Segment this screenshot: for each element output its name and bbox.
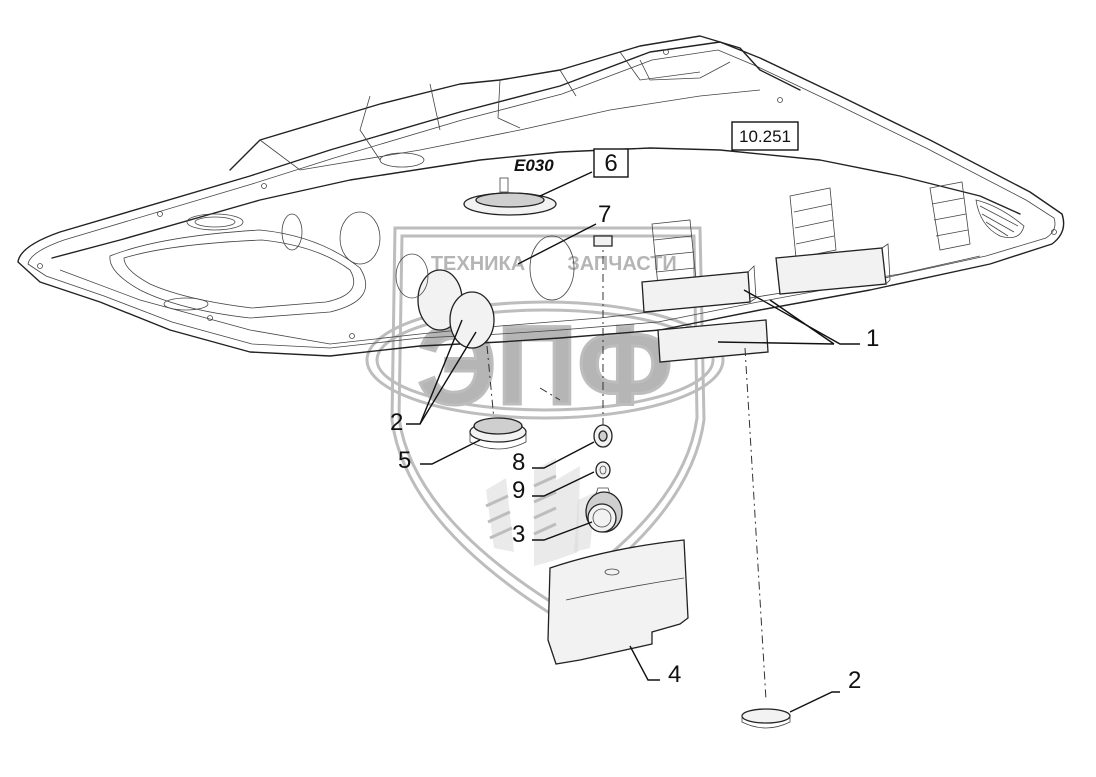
- cover-part-4: [547, 539, 689, 665]
- watermark-wheat-icon: [485, 458, 596, 566]
- callout-6-box: 6: [593, 148, 629, 178]
- roof-mounting-holes: [37, 49, 1057, 339]
- code-label: E030: [514, 156, 554, 175]
- callout-5: 5: [398, 447, 411, 474]
- knob-part-3: [585, 487, 623, 533]
- leader-lines: [406, 171, 860, 713]
- callout-2-right: 2: [848, 667, 861, 694]
- reference-number: 10.251: [739, 127, 791, 146]
- watermark-logo-text: ЭПФ: [417, 303, 673, 428]
- callout-6: 6: [604, 150, 617, 177]
- watermark-logo-ring: [365, 300, 725, 420]
- reference-box: 10.251: [731, 121, 799, 151]
- roof-vent-grid: [651, 181, 1025, 287]
- assembly-center-lines: [486, 238, 767, 701]
- cap-part-2: [741, 708, 791, 729]
- round-lamp-part-5: [469, 417, 527, 450]
- callout-3: 3: [512, 521, 525, 548]
- nut-part-8: [593, 424, 613, 448]
- interior-light-panels: [641, 243, 891, 363]
- dome-lamp-part-6: [463, 177, 557, 216]
- callout-8: 8: [512, 449, 525, 476]
- watermark-text-right: ЗАПЧАСТИ: [567, 253, 677, 275]
- watermark-text-left: ТЕХНИКА: [431, 253, 525, 275]
- callout-9: 9: [512, 477, 525, 504]
- watermark-shield: ЭПФ ТЕХНИКА ЗАПЧАСТИ: [365, 226, 725, 614]
- speaker-assembly: [395, 253, 495, 349]
- callout-7: 7: [598, 201, 611, 228]
- callout-2-left: 2: [390, 409, 403, 436]
- callout-1: 1: [866, 325, 879, 352]
- bracket-part-7: [593, 235, 613, 247]
- callout-4: 4: [668, 661, 681, 688]
- washer-part-9: [595, 461, 611, 479]
